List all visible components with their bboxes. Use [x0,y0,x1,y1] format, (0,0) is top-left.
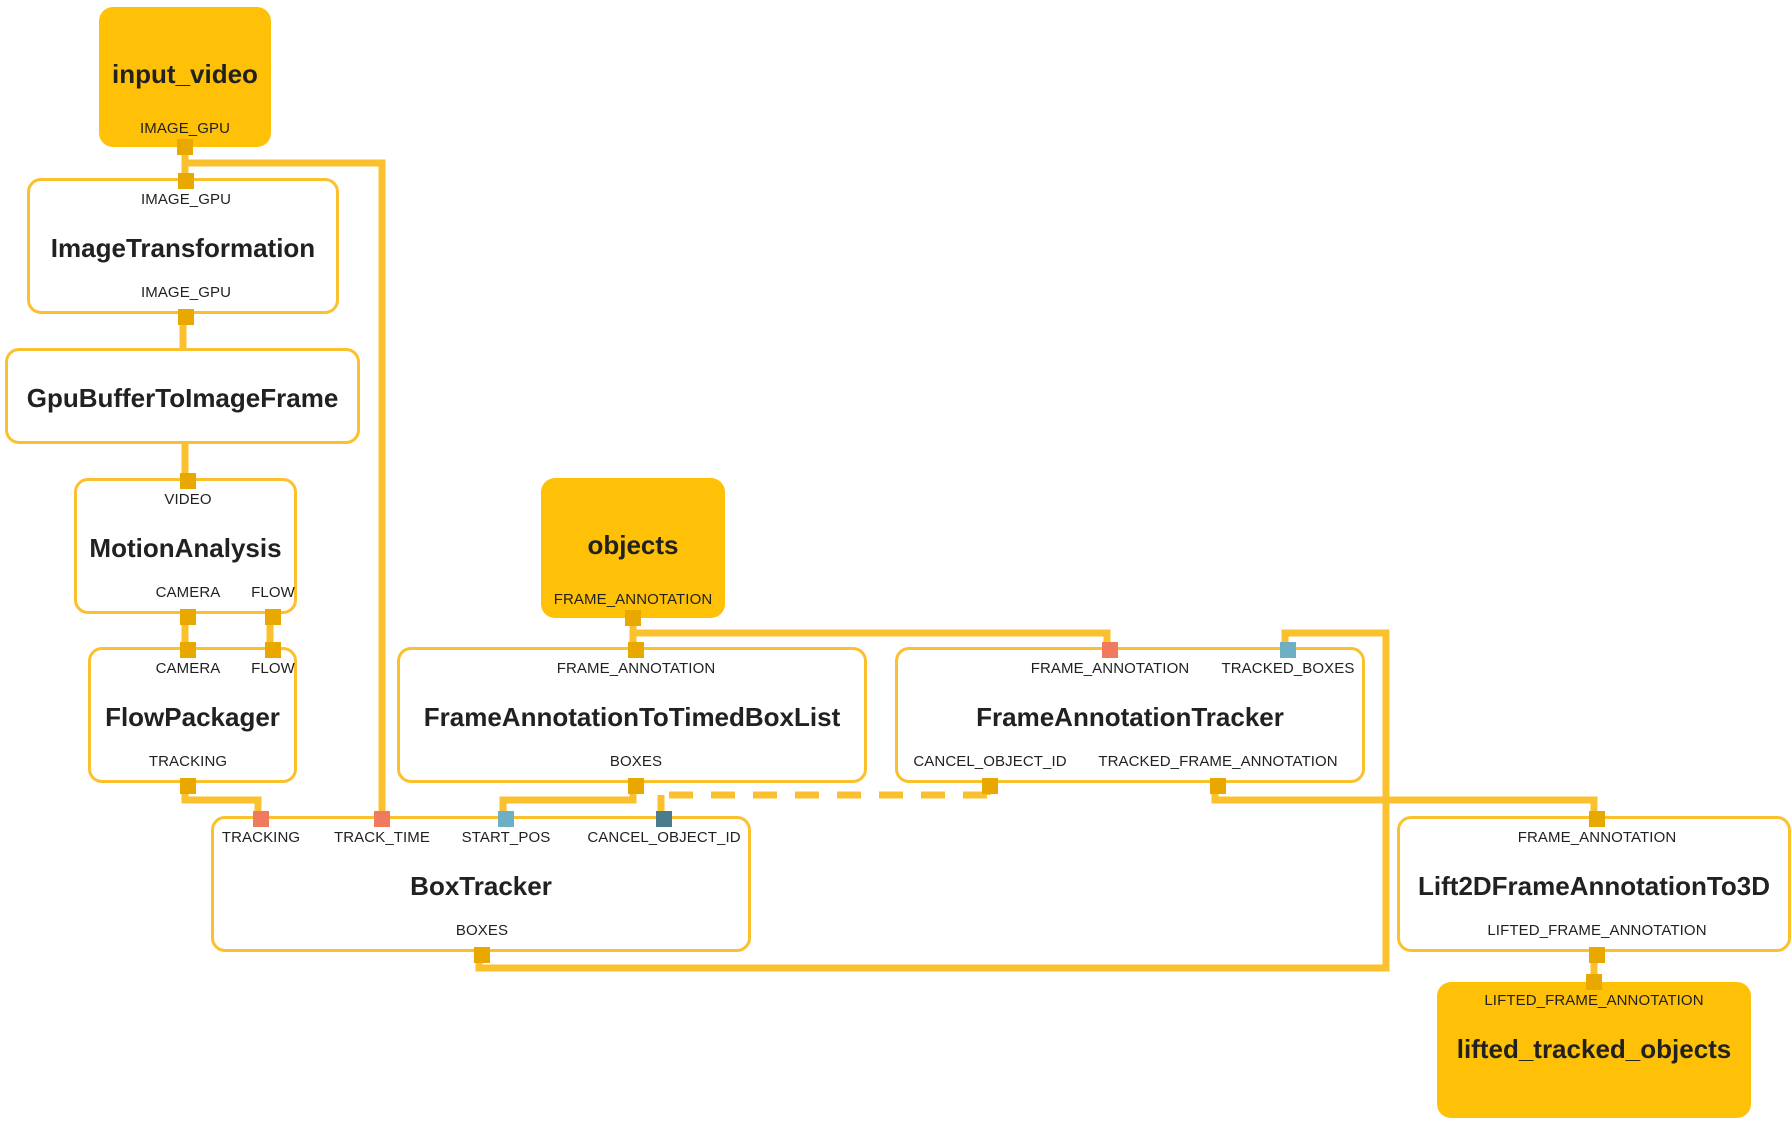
input-port-MotionAnalysis-video[interactable] [180,473,196,489]
node-Lift2DFrameAnnotationTo3D[interactable]: Lift2DFrameAnnotationTo3D FRAME_ANNOTATIO… [1397,811,1791,963]
input-port-label-FlowPackager-camera: CAMERA [155,660,221,677]
output-port-label-FrameAnnotationTracker-cancel_object_id: CANCEL_OBJECT_ID [913,753,1067,770]
input-port-label-FlowPackager-flow: FLOW [251,660,295,677]
output-port-FrameAnnotationTracker-cancel_object_id[interactable] [982,778,998,794]
input-port-label-Lift2DFrameAnnotationTo3D-frame_annotation: FRAME_ANNOTATION [1517,829,1677,846]
node-title-FlowPackager: FlowPackager [105,702,280,732]
edge-timedboxlist-to-boxtracker-startpos [499,783,637,816]
output-port-label-BoxTracker-boxes: BOXES [455,922,509,939]
input-port-FlowPackager-camera[interactable] [180,642,196,658]
input-port-label-BoxTracker-start_pos: START_POS [461,829,551,846]
output-port-label-input_video-image_gpu: IMAGE_GPU [139,120,231,137]
edge-input_video-to-boxtracker-tracktime [185,159,386,816]
node-FrameAnnotationTracker[interactable]: FrameAnnotationTracker FRAME_ANNOTATION TR… [895,642,1365,794]
node-FlowPackager[interactable]: FlowPackager CAMERA FLOW TRACKING [88,642,297,794]
input-port-label-FrameAnnotationTracker-frame_annotation: FRAME_ANNOTATION [1030,660,1190,677]
input-port-FrameAnnotationTracker-frame_annotation[interactable] [1102,642,1118,658]
input-port-FrameAnnotationTracker-tracked_boxes[interactable] [1280,642,1296,658]
input-port-label-MotionAnalysis-video: VIDEO [164,491,212,508]
node-title-ImageTransformation: ImageTransformation [50,233,316,263]
output-port-MotionAnalysis-flow[interactable] [265,609,281,625]
input-port-FlowPackager-flow[interactable] [265,642,281,658]
input-port-label-FrameAnnotationToTimedBoxList-frame_annotation: FRAME_ANNOTATION [556,660,716,677]
output-port-BoxTracker-boxes[interactable] [474,947,490,963]
input-port-label-lifted_tracked_objects-lifted_frame_annotation: LIFTED_FRAME_ANNOTATION [1484,992,1704,1009]
node-FrameAnnotationToTimedBoxList[interactable]: FrameAnnotationToTimedBoxList FRAME_ANNOT… [397,642,867,794]
input-port-BoxTracker-cancel_object_id[interactable] [656,811,672,827]
output-port-label-ImageTransformation-image_gpu: IMAGE_GPU [140,284,232,301]
input-port-label-BoxTracker-cancel_object_id: CANCEL_OBJECT_ID [587,829,741,846]
output-port-label-MotionAnalysis-camera: CAMERA [155,584,221,601]
output-port-FrameAnnotationToTimedBoxList-boxes[interactable] [628,778,644,794]
output-port-ImageTransformation-image_gpu[interactable] [178,309,194,325]
output-port-MotionAnalysis-camera[interactable] [180,609,196,625]
output-port-label-objects-frame_annotation: FRAME_ANNOTATION [553,591,713,608]
edge-objects-to-frameannotationtracker [633,629,1111,647]
input-port-BoxTracker-start_pos[interactable] [498,811,514,827]
output-port-Lift2DFrameAnnotationTo3D-lifted_frame_annotation[interactable] [1589,947,1605,963]
node-title-Lift2DFrameAnnotationTo3D: Lift2DFrameAnnotationTo3D [1418,871,1770,901]
node-MotionAnalysis[interactable]: MotionAnalysis VIDEO CAMERA FLOW [74,473,297,625]
output-port-objects-frame_annotation[interactable] [625,610,641,626]
input-port-label-ImageTransformation-image_gpu: IMAGE_GPU [140,191,232,208]
output-port-FrameAnnotationTracker-tracked_frame_annotation[interactable] [1210,778,1226,794]
output-port-label-Lift2DFrameAnnotationTo3D-lifted_frame_annotation: LIFTED_FRAME_ANNOTATION [1487,922,1707,939]
output-port-FlowPackager-tracking[interactable] [180,778,196,794]
input-port-label-BoxTracker-tracking: TRACKING [221,829,301,846]
edge-tracker-to-lift2d [1211,783,1598,816]
node-title-objects: objects [587,530,679,560]
output-port-input_video-image_gpu[interactable] [177,139,193,155]
node-title-input_video: input_video [112,59,258,89]
input-port-BoxTracker-tracking[interactable] [253,811,269,827]
node-title-FrameAnnotationToTimedBoxList: FrameAnnotationToTimedBoxList [423,702,841,732]
node-lifted_tracked_objects[interactable]: lifted_tracked_objects LIFTED_FRAME_ANNOT… [1437,974,1751,1118]
node-title-GpuBufferToImageFrame: GpuBufferToImageFrame [26,383,339,413]
input-port-ImageTransformation-image_gpu[interactable] [178,173,194,189]
input-port-Lift2DFrameAnnotationTo3D-frame_annotation[interactable] [1589,811,1605,827]
node-title-BoxTracker: BoxTracker [410,871,552,901]
node-title-lifted_tracked_objects: lifted_tracked_objects [1456,1034,1732,1064]
node-BoxTracker[interactable]: BoxTracker TRACKING TRACK_TIME START_POS CAN… [211,811,751,963]
input-port-FrameAnnotationToTimedBoxList-frame_annotation[interactable] [628,642,644,658]
node-GpuBufferToImageFrame[interactable]: GpuBufferToImageFrame [5,348,360,444]
node-title-FrameAnnotationTracker: FrameAnnotationTracker [976,702,1284,732]
input-port-lifted_tracked_objects-lifted_frame_annotation[interactable] [1586,974,1602,990]
input-port-label-BoxTracker-track_time: TRACK_TIME [333,829,431,846]
output-port-label-MotionAnalysis-flow: FLOW [251,584,295,601]
output-port-label-FrameAnnotationTracker-tracked_frame_annotation: TRACKED_FRAME_ANNOTATION [1098,753,1338,770]
node-title-MotionAnalysis: MotionAnalysis [89,533,282,563]
input-port-BoxTracker-track_time[interactable] [374,811,390,827]
input-port-label-FrameAnnotationTracker-tracked_boxes: TRACKED_BOXES [1221,660,1355,677]
output-port-label-FrameAnnotationToTimedBoxList-boxes: BOXES [609,753,663,770]
output-port-label-FlowPackager-tracking: TRACKING [148,753,228,770]
